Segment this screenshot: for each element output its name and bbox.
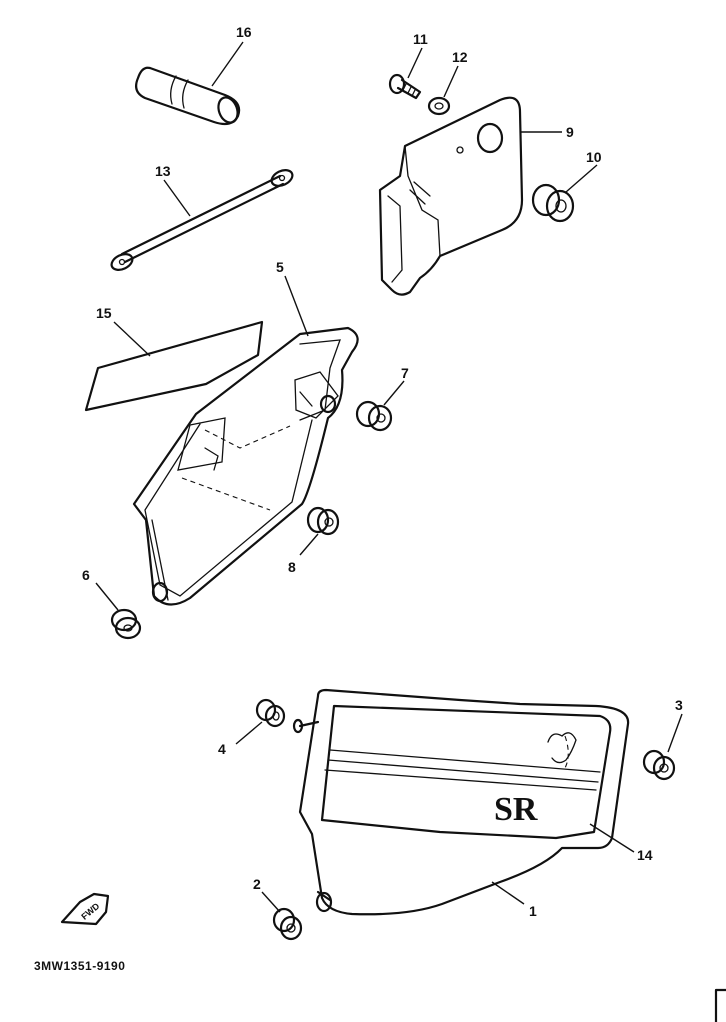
part-9-bracket (378, 96, 524, 296)
part-12-washer (427, 96, 451, 116)
part-4-grommet (255, 698, 286, 728)
cover-emblem-text: SR (494, 791, 538, 828)
label-4: 4 (218, 741, 226, 757)
part-3-grommet (642, 749, 676, 781)
part-2-grommet (272, 907, 303, 941)
leader-1 (491, 881, 525, 905)
label-2: 2 (253, 876, 261, 892)
part-16-sleeve (135, 66, 241, 126)
fwd-arrow-icon: FWD (60, 892, 110, 926)
fwd-arrow-text: FWD (79, 901, 102, 922)
leader-5 (284, 275, 309, 337)
part-5-inner-cover (132, 326, 359, 606)
label-9: 9 (566, 124, 574, 140)
label-14: 14 (637, 847, 653, 863)
leader-14 (589, 823, 635, 853)
leader-2 (261, 891, 281, 913)
leader-16 (211, 41, 244, 87)
label-3: 3 (675, 697, 683, 713)
leader-11 (407, 47, 423, 79)
leader-4 (235, 721, 263, 745)
leader-12 (443, 65, 459, 98)
part-13-strap (110, 169, 294, 271)
part-8-grommet (306, 506, 340, 536)
leader-6 (95, 582, 119, 611)
part-6-grommet (110, 608, 142, 640)
part-7-grommet (355, 400, 393, 432)
label-11: 11 (413, 31, 428, 47)
part-1-side-cover: SR (292, 688, 630, 916)
part-15-decal (84, 320, 264, 412)
leader-8 (299, 533, 319, 556)
corner-frame (714, 988, 726, 1022)
leader-13 (163, 179, 191, 217)
part-11-screw (388, 73, 422, 100)
label-7: 7 (401, 365, 409, 381)
leader-3 (667, 713, 683, 753)
label-12: 12 (452, 49, 468, 65)
leader-7 (383, 380, 405, 406)
label-13: 13 (155, 163, 171, 179)
label-1: 1 (529, 903, 537, 919)
leader-15 (113, 321, 151, 357)
label-10: 10 (586, 149, 602, 165)
label-16: 16 (236, 24, 252, 40)
label-8: 8 (288, 559, 296, 575)
label-15: 15 (96, 305, 112, 321)
label-5: 5 (276, 259, 284, 275)
part-10-grommet (531, 183, 575, 223)
leader-10 (565, 164, 598, 193)
diagram-code: 3MW1351-9190 (34, 959, 125, 973)
label-6: 6 (82, 567, 90, 583)
